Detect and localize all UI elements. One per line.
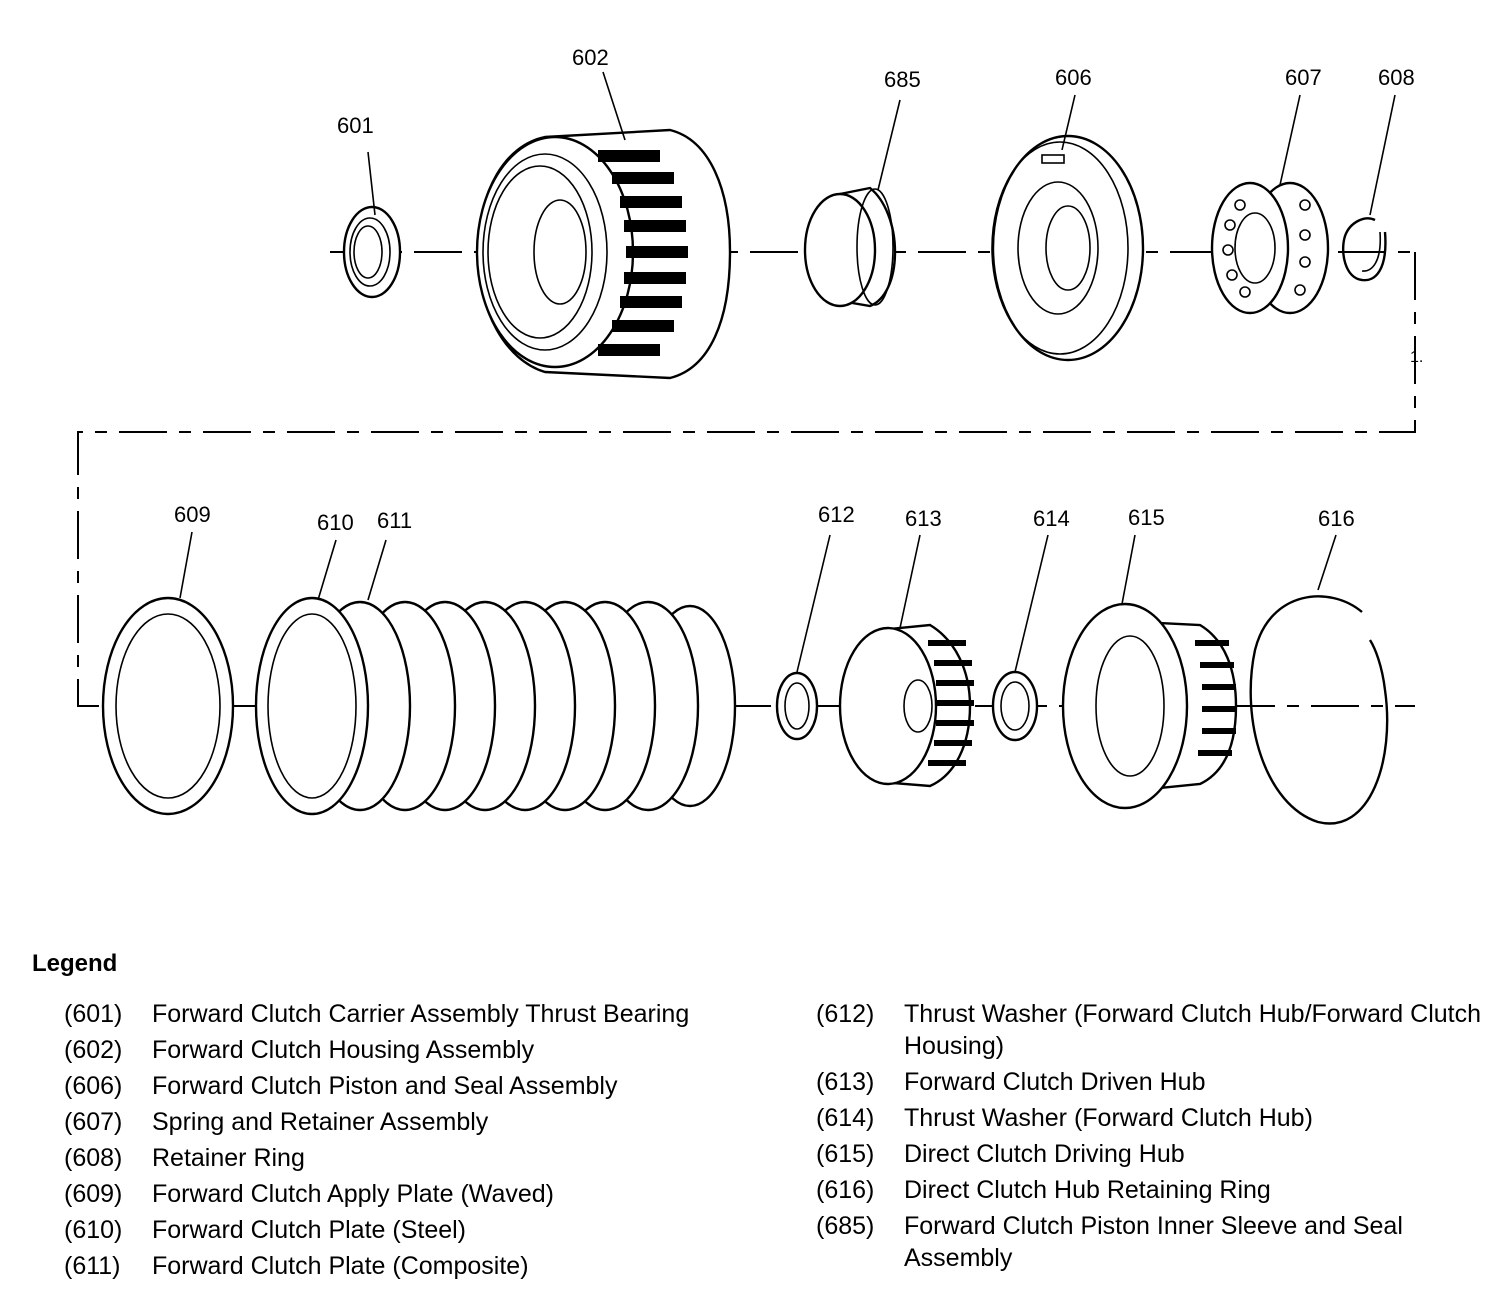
- legend-item-number: (613): [816, 1068, 875, 1096]
- legend-item-number: (612): [816, 1000, 875, 1028]
- legend-item: (610) Forward Clutch Plate (Steel): [64, 1214, 744, 1246]
- callout-601: 601: [337, 113, 374, 138]
- callout-616: 616: [1318, 506, 1355, 531]
- legend-column-left: (601) Forward Clutch Carrier Assembly Thr…: [64, 998, 744, 1286]
- legend-item: (611) Forward Clutch Plate (Composite): [64, 1250, 744, 1282]
- legend-item-number: (609): [64, 1180, 123, 1208]
- legend-item-description: Forward Clutch Housing Assembly: [152, 1036, 535, 1064]
- callout-611: 611: [377, 508, 412, 533]
- part-612-thrust-washer: [775, 671, 819, 741]
- legend-item-number: (615): [816, 1140, 875, 1168]
- legend-item-description: Forward Clutch Plate (Steel): [152, 1216, 467, 1244]
- callout-612: 612: [818, 502, 855, 527]
- callout-608: 608: [1378, 65, 1415, 90]
- callout-685: 685: [884, 67, 921, 92]
- part-602-clutch-housing: [475, 128, 732, 380]
- part-615-driving-hub: [1061, 602, 1238, 810]
- callout-607: 607: [1285, 65, 1322, 90]
- callout-602: 602: [572, 45, 609, 70]
- legend-item: (607) Spring and Retainer Assembly: [64, 1106, 744, 1138]
- part-608-retainer-ring: [1341, 217, 1387, 282]
- legend-item-description: Thrust Washer (Forward Clutch Hub): [904, 1104, 1313, 1132]
- legend-item: (614) Thrust Washer (Forward Clutch Hub): [816, 1102, 1486, 1134]
- legend-item-number: (601): [64, 1000, 123, 1028]
- legend-item-description: Forward Clutch Piston Inner Sleeve and S…: [904, 1212, 1403, 1272]
- legend-item: (616) Direct Clutch Hub Retaining Ring: [816, 1174, 1486, 1206]
- callout-note-1: 1.: [1410, 349, 1423, 366]
- callout-615: 615: [1128, 505, 1165, 530]
- part-614-thrust-washer: [991, 670, 1039, 742]
- legend-item-number: (685): [816, 1212, 875, 1240]
- leader-lines: [179, 71, 1396, 673]
- legend-item-number: (608): [64, 1144, 123, 1172]
- legend-item-number: (607): [64, 1108, 123, 1136]
- part-607-spring-retainer: [1210, 181, 1330, 315]
- legend-item: (609) Forward Clutch Apply Plate (Waved): [64, 1178, 744, 1210]
- part-609-apply-plate: [101, 596, 235, 816]
- callout-613: 613: [905, 506, 942, 531]
- legend-item: (612) Thrust Washer (Forward Clutch Hub/F…: [816, 998, 1486, 1062]
- legend-item-description: Spring and Retainer Assembly: [152, 1108, 489, 1136]
- legend-item-description: Forward Clutch Piston and Seal Assembly: [152, 1072, 618, 1100]
- legend-item-number: (606): [64, 1072, 123, 1100]
- legend-item-number: (614): [816, 1104, 875, 1132]
- legend-item: (615) Direct Clutch Driving Hub: [816, 1138, 1486, 1170]
- legend-item-number: (611): [64, 1252, 121, 1280]
- legend-item: (608) Retainer Ring: [64, 1142, 744, 1174]
- legend-item-description: Forward Clutch Apply Plate (Waved): [152, 1180, 555, 1208]
- legend-item-description: Forward Clutch Carrier Assembly Thrust B…: [152, 1000, 690, 1028]
- legend-item-description: Forward Clutch Driven Hub: [904, 1068, 1206, 1096]
- callout-614: 614: [1033, 506, 1070, 531]
- legend-item: (601) Forward Clutch Carrier Assembly Thr…: [64, 998, 744, 1030]
- part-601-thrust-bearing: [342, 205, 402, 299]
- legend-item-description: Direct Clutch Driving Hub: [904, 1140, 1185, 1168]
- legend-item: (685) Forward Clutch Piston Inner Sleeve …: [816, 1210, 1486, 1274]
- legend-item-description: Forward Clutch Plate (Composite): [152, 1252, 529, 1280]
- legend-item-number: (602): [64, 1036, 123, 1064]
- legend-column-right: (612) Thrust Washer (Forward Clutch Hub/F…: [816, 998, 1486, 1278]
- legend-item-description: Retainer Ring: [152, 1144, 305, 1172]
- part-606-piston: [991, 134, 1145, 362]
- part-613-driven-hub: [838, 623, 974, 788]
- legend-item-description: Direct Clutch Hub Retaining Ring: [904, 1176, 1271, 1204]
- exploded-view-diagram: 601 602 685 606 607 608 1. 609 610 611 6…: [77, 45, 1423, 825]
- legend-item-description: Thrust Washer (Forward Clutch Hub/Forwar…: [904, 1000, 1482, 1060]
- legend-item: (613) Forward Clutch Driven Hub: [816, 1066, 1486, 1098]
- part-685-inner-sleeve: [803, 186, 897, 308]
- legend-item-number: (616): [816, 1176, 875, 1204]
- callout-610: 610: [317, 510, 354, 535]
- legend-item-number: (610): [64, 1216, 123, 1244]
- part-610-611-plate-stack: [254, 596, 737, 816]
- callout-606: 606: [1055, 65, 1092, 90]
- legend-item: (602) Forward Clutch Housing Assembly: [64, 1034, 744, 1066]
- legend-item: (606) Forward Clutch Piston and Seal Asse…: [64, 1070, 744, 1102]
- legend-title: Legend: [32, 950, 118, 977]
- part-616-retaining-ring: [1249, 595, 1389, 825]
- callout-609: 609: [174, 502, 211, 527]
